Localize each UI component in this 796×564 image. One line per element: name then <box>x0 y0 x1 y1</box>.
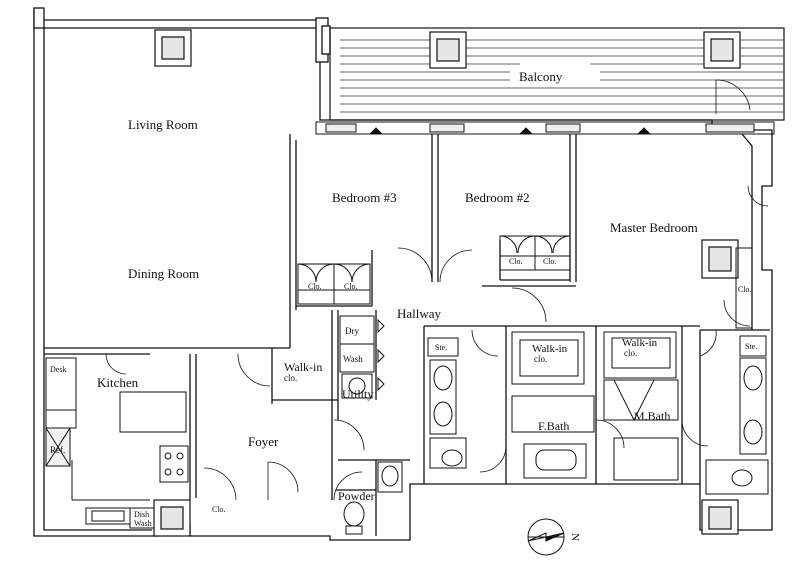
bathroom-fixtures <box>343 331 769 535</box>
label-walk-in-2: Walk-in <box>532 343 568 355</box>
label-wash: Wash <box>343 354 363 364</box>
label-hallway: Hallway <box>397 306 442 321</box>
room-labels: Balcony Living Room Dining Room Bedroom … <box>97 69 698 503</box>
label-m-bath: M.Bath <box>634 409 670 423</box>
label-walk-in: Walk-in <box>284 360 322 374</box>
label-bedroom-2: Bedroom #2 <box>465 190 530 205</box>
label-walk-in-3: Walk-in <box>622 337 658 349</box>
fixture-labels: Clo. Clo. Clo. Clo. Clo. Clo. Dry Wash S… <box>50 257 757 541</box>
label-dish: Dish <box>134 510 149 519</box>
label-clo-master: Clo. <box>738 285 752 294</box>
label-powder: Powder <box>338 489 375 503</box>
label-f-bath: F.Bath <box>538 419 569 433</box>
kitchen-fixtures <box>45 357 189 529</box>
door-swings <box>105 185 769 501</box>
columns <box>153 29 741 537</box>
label-balcony: Balcony <box>519 69 563 84</box>
label-foyer: Foyer <box>248 434 279 449</box>
label-clo-b2-a: Clo. <box>509 257 523 266</box>
label-ste-left: Ste. <box>435 343 447 352</box>
label-walk-in-2-clo: clo. <box>534 354 547 364</box>
label-ref: Ref. <box>50 445 65 455</box>
compass-icon <box>527 518 565 556</box>
closets <box>297 235 753 329</box>
label-north: N <box>569 533 581 541</box>
label-clo-b3-a: Clo. <box>308 282 322 291</box>
label-bedroom-3: Bedroom #3 <box>332 190 397 205</box>
label-ste-right: Ste. <box>745 342 757 351</box>
label-walk-in-clo: clo. <box>284 373 297 383</box>
label-dish-wash: Wash <box>134 519 152 528</box>
label-living-room: Living Room <box>128 117 198 132</box>
label-utility: Utility <box>342 387 373 401</box>
label-dining-room: Dining Room <box>128 266 199 281</box>
laundry <box>339 315 385 399</box>
label-clo-b2-b: Clo. <box>543 257 557 266</box>
label-dry: Dry <box>345 326 359 336</box>
label-walk-in-3-clo: clo. <box>624 348 637 358</box>
bedroom-window-strip <box>315 121 775 135</box>
label-desk: Desk <box>50 365 66 374</box>
label-master-bedroom: Master Bedroom <box>610 220 698 235</box>
label-clo-foyer: Clo. <box>212 505 226 514</box>
interior-walls <box>44 133 770 536</box>
label-clo-b3-b: Clo. <box>344 282 358 291</box>
label-kitchen: Kitchen <box>97 375 139 390</box>
